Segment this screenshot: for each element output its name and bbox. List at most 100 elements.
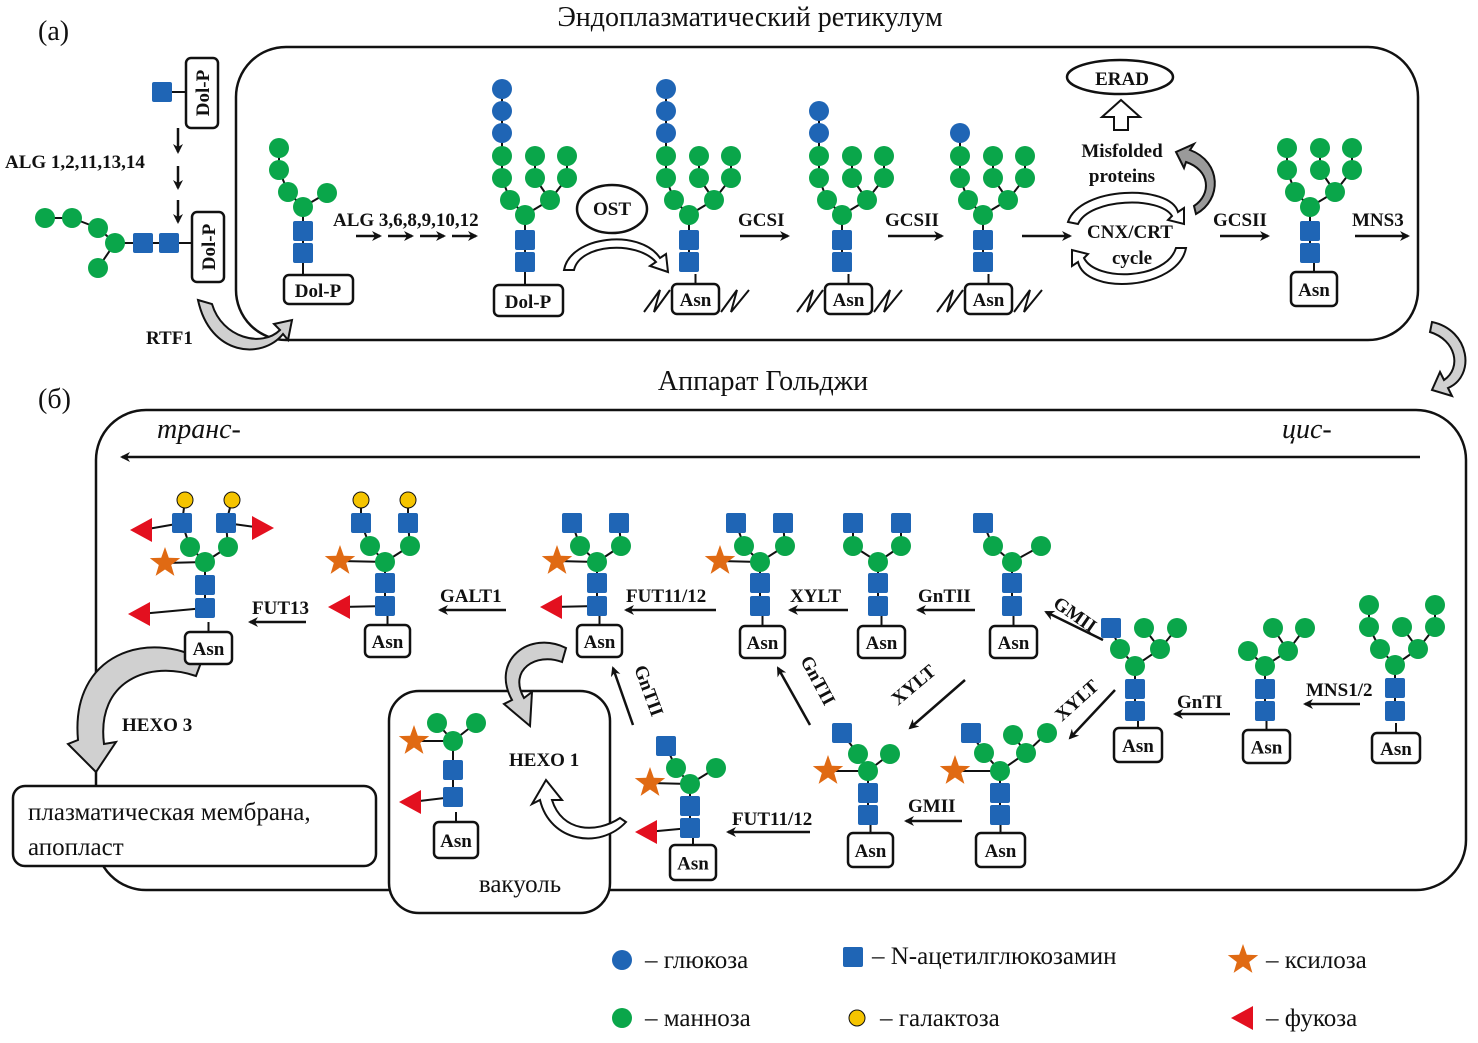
asn-box-frame bbox=[575, 623, 624, 659]
mannose-circle bbox=[843, 536, 863, 556]
glcnac-square bbox=[1300, 221, 1320, 241]
galactose-circle bbox=[176, 491, 194, 509]
glcnac-square bbox=[1002, 596, 1022, 616]
misfolded-label-1: Misfolded bbox=[1081, 141, 1163, 162]
glcnac-square bbox=[858, 805, 878, 825]
glcnac-square bbox=[679, 230, 699, 250]
glcnac-square bbox=[832, 252, 852, 272]
cnx-cycle-arrow-bottom bbox=[1071, 247, 1188, 285]
arrow bbox=[1044, 610, 1104, 642]
mannose-circle bbox=[990, 761, 1010, 781]
polypeptide-zigzag bbox=[936, 289, 1043, 313]
glcnac-square bbox=[1300, 243, 1320, 263]
vacuole-label: вакуоль bbox=[479, 871, 561, 898]
mannose-circle bbox=[775, 536, 795, 556]
asn-label: Asn bbox=[1251, 738, 1283, 759]
asn-box: Asn bbox=[668, 843, 718, 882]
glcnac-square bbox=[375, 596, 395, 616]
hexo3-gray-arrow bbox=[66, 646, 204, 774]
mannose-circle bbox=[868, 552, 888, 572]
gnti-label: GnTI bbox=[1177, 692, 1222, 713]
glcnac-square bbox=[562, 513, 582, 533]
glcnac-square bbox=[973, 513, 993, 533]
asn-box: Asn bbox=[936, 282, 1043, 316]
mannose-circle bbox=[721, 146, 741, 166]
asn-box: Asn bbox=[1289, 270, 1339, 308]
asn-box: Asn bbox=[363, 623, 412, 659]
glcnac-square bbox=[656, 736, 676, 756]
glcnac-square bbox=[858, 783, 878, 803]
asn-label: Asn bbox=[747, 633, 779, 654]
glycan-bonds bbox=[45, 89, 1436, 845]
mannose-circle bbox=[958, 190, 978, 210]
asn-box-frame bbox=[1289, 270, 1339, 308]
glcnac-square bbox=[172, 513, 192, 533]
asn-label: Asn bbox=[584, 632, 616, 653]
gntii-label-1: GnTII bbox=[918, 586, 971, 607]
glcnac-square bbox=[515, 230, 535, 250]
xylose-star bbox=[1227, 944, 1259, 973]
dolp-label-2: Dol-P bbox=[199, 223, 220, 270]
mannose-circle bbox=[317, 183, 337, 203]
glcnac-square bbox=[443, 760, 463, 780]
glcnac-square bbox=[832, 230, 852, 250]
mannose-circle bbox=[1285, 182, 1305, 202]
glcnac-square bbox=[133, 233, 153, 253]
asn-box-frame bbox=[846, 831, 895, 869]
galactose-circle bbox=[223, 491, 241, 509]
asn-label: Asn bbox=[973, 290, 1005, 311]
glcnac-square bbox=[1125, 701, 1145, 721]
mannose-circle bbox=[950, 168, 970, 188]
er-to-golgi-transport-arrow bbox=[1428, 320, 1467, 398]
fut1112-label-1: FUT11/12 bbox=[626, 586, 706, 607]
mannose-circle bbox=[570, 536, 590, 556]
glcnac-square bbox=[843, 513, 863, 533]
glucose-circle bbox=[612, 950, 632, 970]
glcnac-square bbox=[159, 233, 179, 253]
asn-box: Asn bbox=[738, 624, 787, 660]
mannose-circle bbox=[848, 744, 868, 764]
mannose-circle bbox=[809, 168, 829, 188]
er-compartment bbox=[234, 45, 1420, 342]
asn-box: Asn bbox=[1112, 726, 1164, 764]
asn-box-frame bbox=[1112, 726, 1164, 764]
cnx-cycle-arrow-top bbox=[1066, 191, 1185, 226]
glcnac-square bbox=[1255, 679, 1275, 699]
mannose-circle bbox=[515, 205, 535, 225]
gcsii-label-2: GCSII bbox=[1213, 210, 1267, 231]
hexo1-label: HEXO 1 bbox=[509, 750, 579, 771]
mannose-circle bbox=[466, 713, 486, 733]
mannose-circle bbox=[557, 168, 577, 188]
mannose-circle bbox=[1359, 617, 1379, 637]
mannose-circle bbox=[734, 536, 754, 556]
mannose-circle bbox=[1031, 536, 1051, 556]
mannose-circle bbox=[704, 190, 724, 210]
xylose-star bbox=[541, 545, 573, 574]
dolp-label-4: Dol-P bbox=[505, 292, 552, 313]
galactose-circle bbox=[399, 491, 417, 509]
asn-box-frame bbox=[988, 624, 1039, 660]
glcnac-square bbox=[990, 805, 1010, 825]
glcnac-square bbox=[515, 252, 535, 272]
asn-label: Asn bbox=[998, 633, 1030, 654]
legend-xylose: – ксилоза bbox=[1265, 947, 1367, 974]
mns12-label: MNS1/2 bbox=[1306, 680, 1373, 701]
mannose-circle bbox=[1370, 639, 1390, 659]
xylose-star bbox=[812, 755, 844, 784]
mannose-circle bbox=[689, 168, 709, 188]
asn-label: Asn bbox=[680, 290, 712, 311]
misfolded-gray-arrow bbox=[1174, 141, 1216, 216]
asn-box: Asn bbox=[643, 282, 750, 316]
xylt-label-2: XYLT bbox=[790, 586, 841, 607]
glcnac-square bbox=[973, 230, 993, 250]
mannose-circle bbox=[689, 146, 709, 166]
mannose-circle bbox=[1037, 723, 1057, 743]
glcnac-square bbox=[773, 513, 793, 533]
glcnac-square bbox=[609, 513, 629, 533]
ost-arrow bbox=[562, 238, 670, 274]
glcnac-square bbox=[587, 573, 607, 593]
erad-node bbox=[1065, 58, 1175, 96]
mannose-circle bbox=[1002, 552, 1022, 572]
legend-marks bbox=[612, 944, 1259, 1030]
mannose-circle bbox=[832, 205, 852, 225]
